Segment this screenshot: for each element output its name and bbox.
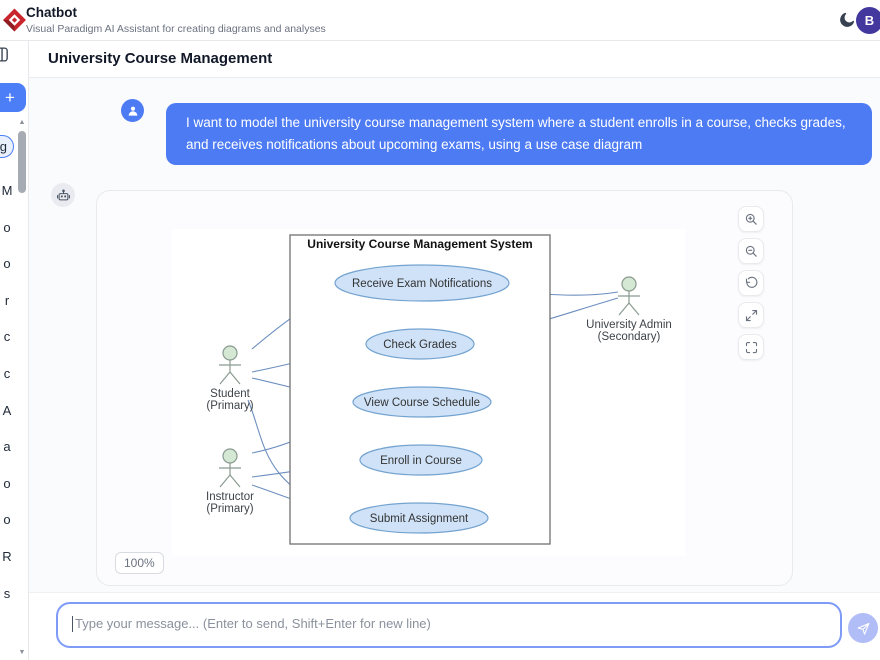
sidebar-chat-item[interactable]: R [2,549,12,564]
actor-head [222,345,238,361]
actor-leg-right [229,371,241,385]
actor-leg-left [219,371,231,385]
use-case-ellipse [359,444,483,476]
actor-university-admin[interactable]: University Admin(Secondary) [586,276,672,343]
reset-view-button[interactable] [738,270,764,296]
expand-arrows-icon [744,308,759,323]
use-case-receive-exam-notifications[interactable]: Receive Exam Notifications [334,264,510,302]
actor-stereotype: (Primary) [206,400,253,412]
app-subtitle: Visual Paradigm AI Assistant for creatin… [26,23,326,35]
sidebar-chat-item[interactable]: o [3,219,11,235]
scroll-down-icon[interactable]: ▼ [18,649,26,656]
actor-name: Instructor [206,491,254,503]
scrollbar-thumb[interactable] [18,131,26,193]
user-avatar-badge[interactable]: B [856,7,880,34]
input-placeholder: Type your message... (Enter to send, Shi… [75,616,431,631]
actor-name: University Admin [586,319,672,331]
sidebar-chat-item[interactable]: M [1,183,13,198]
actor-name: Student [210,388,250,400]
sidebar-chat-item[interactable]: A [2,402,12,418]
sidebar-chat-item[interactable]: s [3,585,11,601]
actor-leg-left [219,474,231,488]
actor-student[interactable]: Student(Primary) [206,345,254,412]
use-case-submit-assignment[interactable]: Submit Assignment [349,502,489,534]
app-title: Chatbot [26,5,77,20]
system-boundary-title: University Course Management System [307,237,532,251]
message-composer: Type your message... (Enter to send, Shi… [29,592,880,660]
sidebar-scrollbar[interactable]: ▲ ▼ [17,119,27,660]
zoom-level-badge: 100% [115,552,164,574]
conversation-title: University Course Management [48,50,273,67]
actor-head [222,448,238,464]
user-message-bubble: I want to model the university course ma… [166,103,872,165]
new-chat-button[interactable]: + [0,83,26,112]
scroll-up-icon[interactable]: ▲ [18,119,26,126]
sidebar-toggle-icon[interactable] [0,47,8,62]
use-case-label: Submit Assignment [370,513,469,525]
visual-paradigm-logo [2,7,27,33]
assistant-avatar [51,183,75,207]
send-button[interactable] [848,613,878,643]
moon-icon[interactable] [838,11,860,33]
actor-head [621,276,637,292]
use-case-ellipse [365,328,475,360]
actor-leg-right [229,474,241,488]
use-case-label: Enroll in Course [380,455,462,467]
fit-to-screen-button[interactable] [738,302,764,328]
actor-leg-right [628,302,640,316]
sidebar-chat-item[interactable]: c [3,366,11,381]
sidebar-chat-item[interactable]: o [3,475,11,491]
zoom-in-button[interactable] [738,206,764,232]
use-case-label: View Course Schedule [364,397,480,409]
sidebar-chat-item[interactable]: g [0,135,14,158]
sidebar-chat-item[interactable]: c [3,329,11,345]
text-caret [72,616,73,632]
paper-plane-icon [856,621,871,636]
fullscreen-icon [744,340,759,355]
reset-icon [744,276,759,291]
sidebar-chat-item[interactable]: r [4,292,10,308]
chat-area: I want to model the university course ma… [29,78,880,592]
use-case-label: Receive Exam Notifications [352,278,492,290]
use-case-view-course-schedule[interactable]: View Course Schedule [352,386,492,418]
use-case-label: Check Grades [383,339,457,351]
actor-stereotype: (Secondary) [598,331,661,343]
app-header: Chatbot Visual Paradigm AI Assistant for… [0,0,880,41]
use-case-ellipse [352,386,492,418]
zoom-in-icon [744,212,759,227]
actor-stereotype: (Primary) [206,503,253,515]
zoom-out-icon [744,244,759,259]
sidebar-chat-item[interactable]: o [3,512,11,528]
use-case-ellipse [349,502,489,534]
user-message-avatar [121,99,144,122]
zoom-out-button[interactable] [738,238,764,264]
actor-instructor[interactable]: Instructor(Primary) [206,448,254,515]
actor-leg-left [618,302,630,316]
message-input[interactable]: Type your message... (Enter to send, Shi… [56,602,842,648]
diagram-viewer-controls [738,206,764,366]
use-case-check-grades[interactable]: Check Grades [365,328,475,360]
use-case-enroll-in-course[interactable]: Enroll in Course [359,444,483,476]
use-case-ellipse [334,264,510,302]
fullscreen-button[interactable] [738,334,764,360]
sidebar-chat-item[interactable]: a [3,439,11,455]
sidebar-chat-item[interactable]: o [3,256,11,272]
conversation-toolbar: University Course Management [29,41,880,78]
